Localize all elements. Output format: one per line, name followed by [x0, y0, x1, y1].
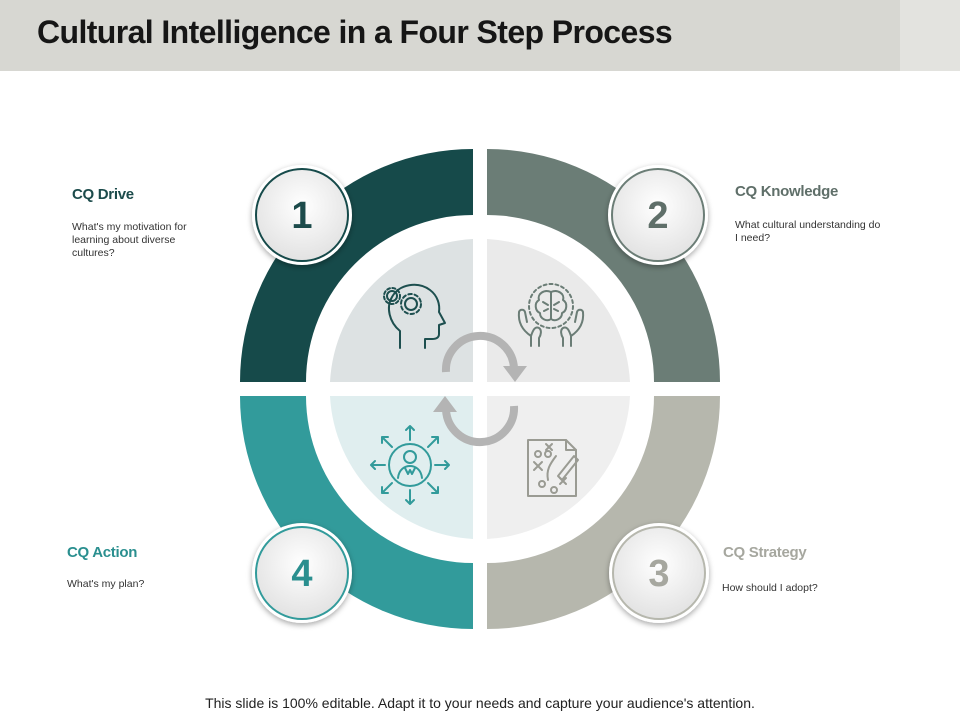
ring-segment-3 [487, 396, 720, 629]
brain-hands-icon [517, 283, 585, 347]
ring-segment-2 [487, 149, 720, 382]
cycle-arrows-icon [433, 331, 527, 447]
step-1-number: 1 [291, 195, 312, 237]
step-1-description: What's my motivation for learning about … [72, 221, 187, 259]
step-4-title: CQ Action [67, 544, 138, 561]
step-4-number-badge: 4 [252, 523, 352, 623]
step-3-description: How should I adopt? [722, 582, 818, 594]
header-accent [900, 0, 960, 71]
step-4-number: 4 [291, 553, 312, 595]
ring-segment-1 [240, 149, 473, 382]
header-bar [0, 0, 900, 71]
step-1-title: CQ Drive [72, 186, 134, 203]
inner-quadrant-1 [330, 239, 473, 382]
inner-quadrant-4 [330, 396, 473, 539]
footer-note: This slide is 100% editable. Adapt it to… [205, 695, 755, 711]
step-3-number-badge: 3 [609, 523, 709, 623]
page-title: Cultural Intelligence in a Four Step Pro… [37, 14, 673, 50]
ring-segment-4 [240, 396, 473, 629]
step-3-number: 3 [648, 553, 669, 595]
step-2-description: What cultural understanding do I need? [735, 219, 881, 244]
step-2-title: CQ Knowledge [735, 183, 839, 200]
inner-quadrant-3 [487, 396, 630, 539]
head-gears-icon [383, 283, 446, 349]
step-2-number: 2 [647, 195, 668, 237]
step-3-title: CQ Strategy [723, 544, 807, 561]
strategy-plan-icon [527, 439, 579, 497]
person-arrows-icon [370, 425, 450, 505]
step-2-number-badge: 2 [608, 165, 708, 265]
step-1-number-badge: 1 [252, 165, 352, 265]
step-4-description: What's my plan? [67, 578, 145, 590]
